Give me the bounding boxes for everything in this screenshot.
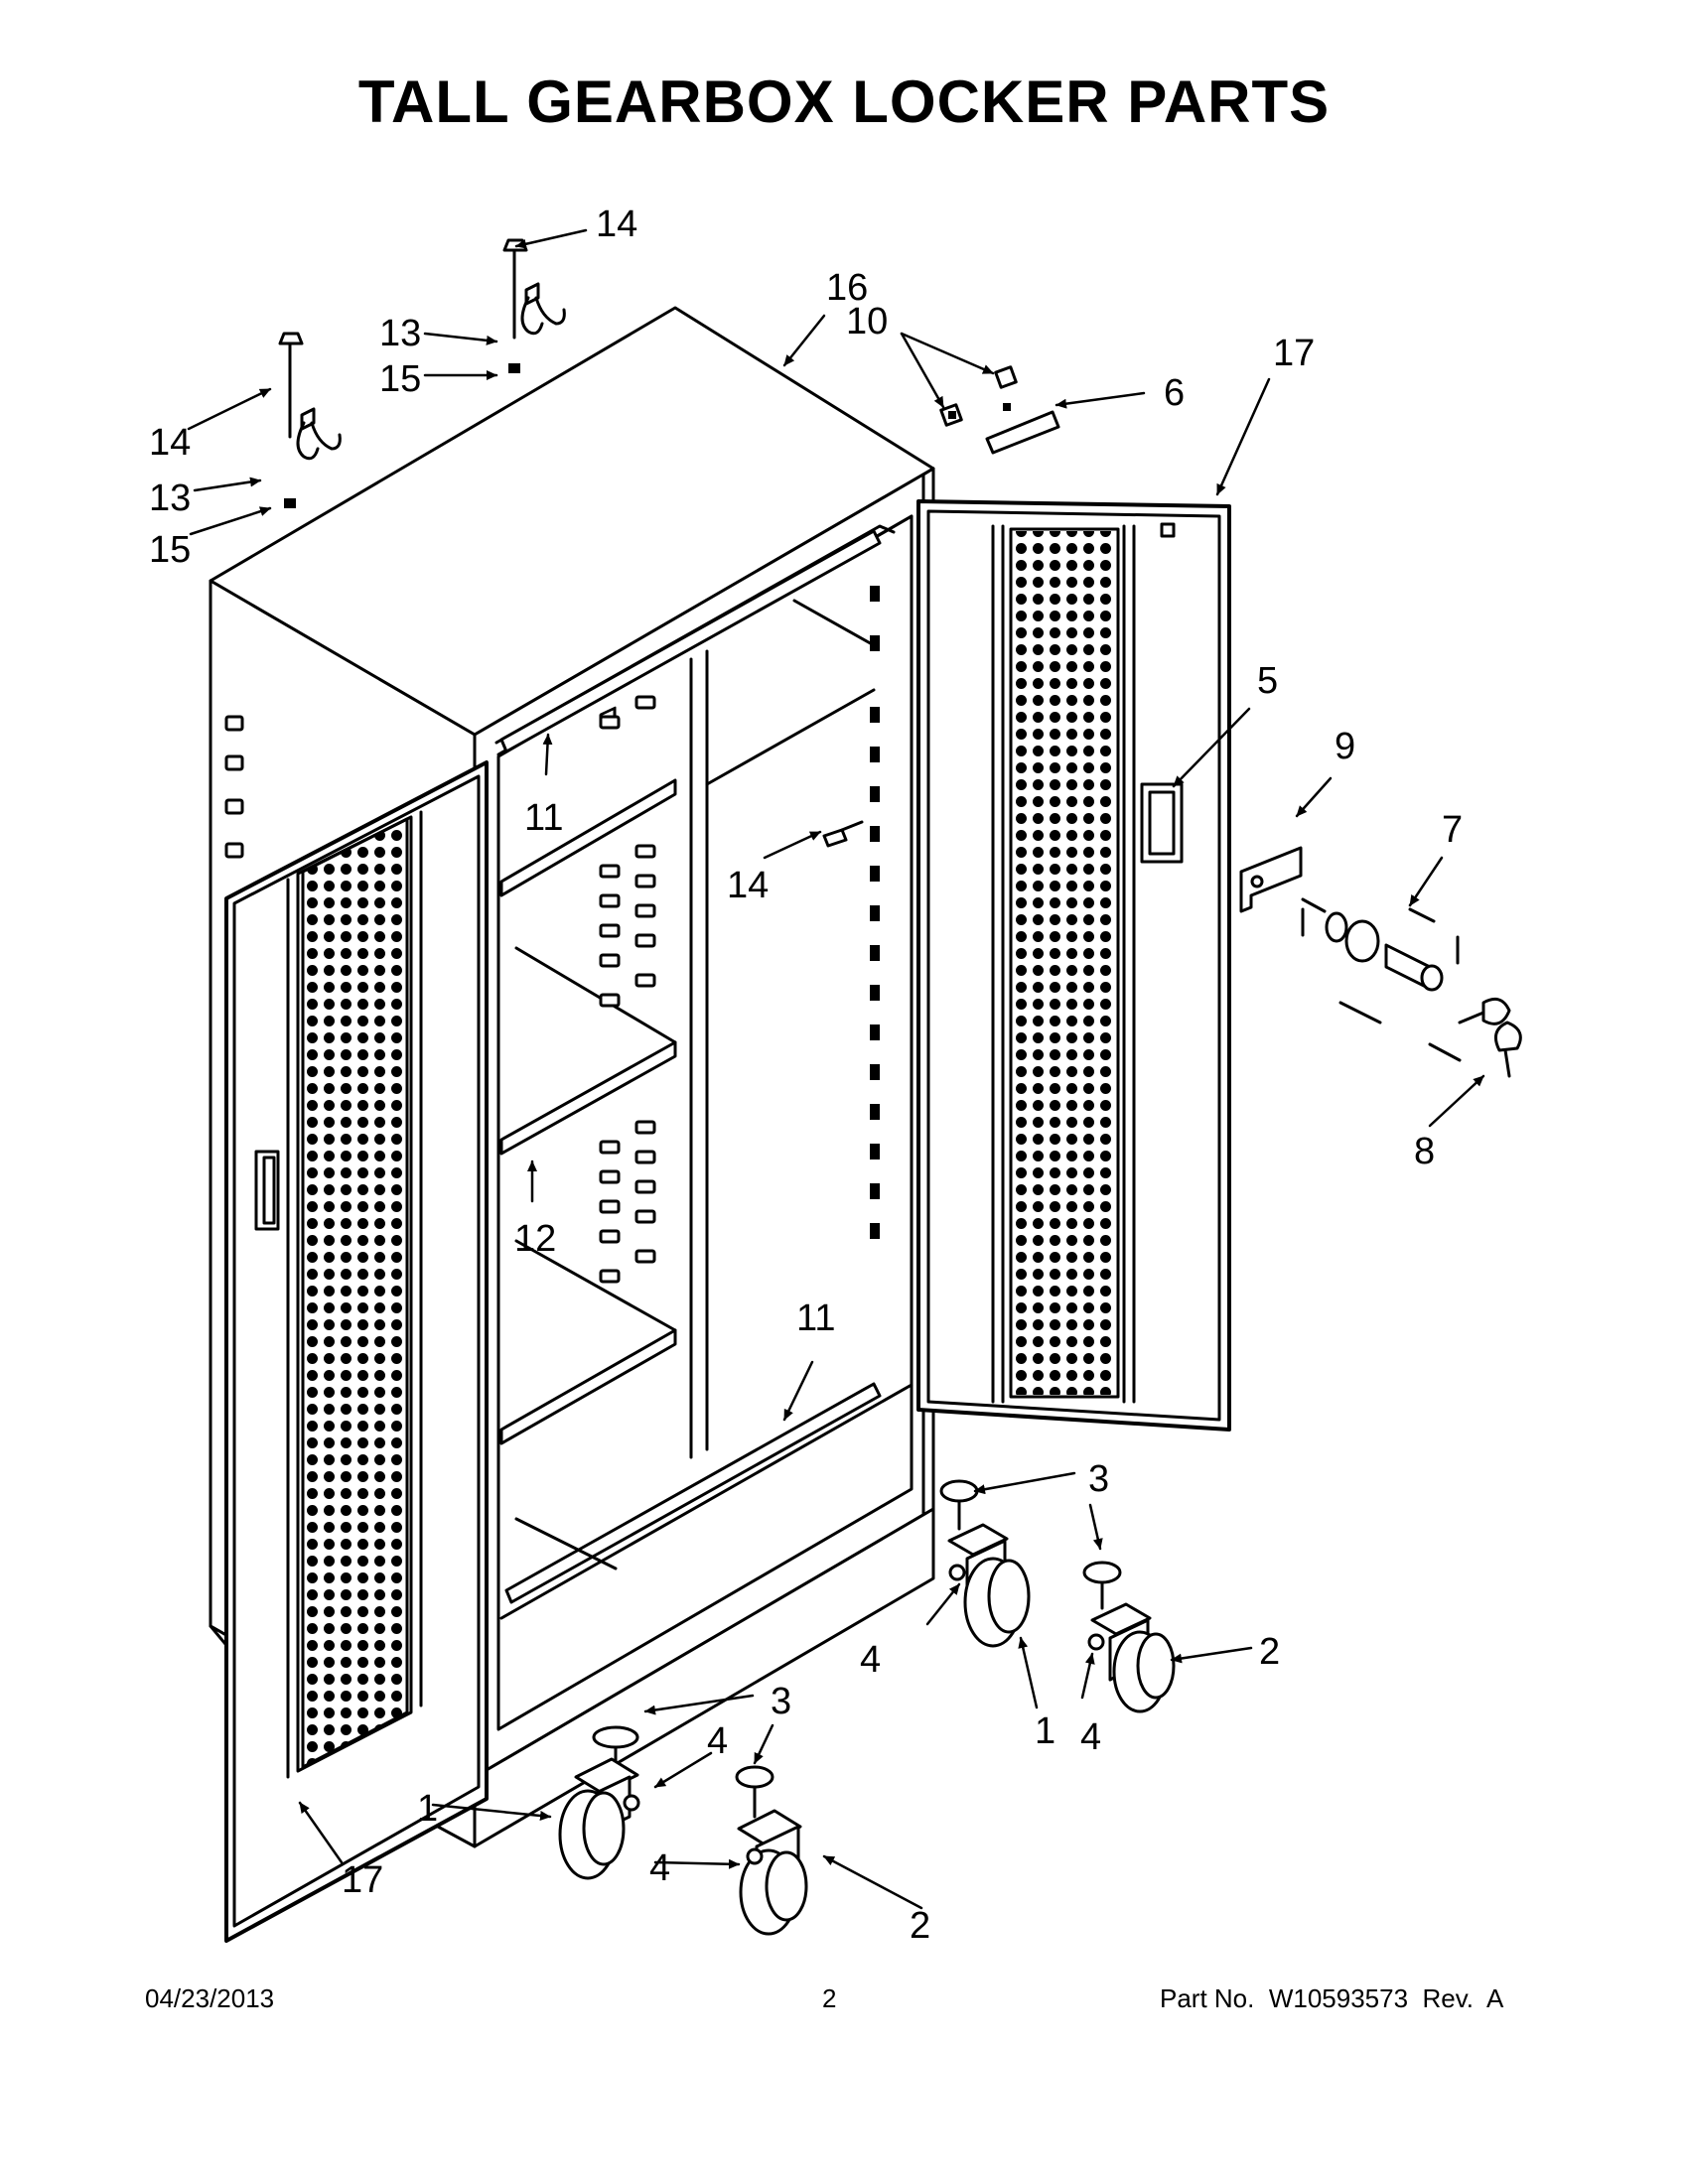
callout-labels: 14 16 13 10 17 15 6 14 13 15 5 9 11 7 14…	[149, 204, 1463, 1947]
callout-4: 4	[649, 1847, 670, 1889]
callout-4: 4	[707, 1720, 728, 1762]
caster-wheel-front-left	[558, 1725, 640, 1880]
callout-7: 7	[1442, 809, 1463, 851]
caster-wheel-rear-left	[939, 1479, 1031, 1648]
callout-8: 8	[1414, 1131, 1435, 1172]
left-door	[224, 760, 489, 1943]
footer-date: 04/23/2013	[145, 1983, 275, 2013]
callout-1: 1	[417, 1788, 438, 1830]
callout-13: 13	[379, 313, 421, 354]
callout-17: 17	[342, 1859, 383, 1901]
callout-13: 13	[149, 478, 191, 519]
callout-12: 12	[514, 1218, 556, 1260]
callout-6: 6	[1164, 372, 1185, 414]
callout-5: 5	[1257, 660, 1278, 702]
callout-16: 16	[826, 267, 868, 309]
callout-3: 3	[1088, 1458, 1109, 1500]
footer-page-number: 2	[822, 1983, 837, 2013]
caster-wheel-rear-right	[1082, 1561, 1176, 1713]
lock-cam	[1239, 846, 1303, 913]
callout-11: 11	[796, 1297, 835, 1339]
caster-wheel-front-right	[735, 1765, 808, 1936]
footer-part-number: Part No. W10593573 Rev. A	[1160, 1983, 1504, 2013]
callout-14: 14	[727, 865, 769, 906]
callout-3: 3	[771, 1681, 791, 1722]
callout-9: 9	[1335, 726, 1355, 767]
callout-1: 1	[1035, 1710, 1055, 1752]
left-hook-assembly	[278, 332, 342, 508]
callout-11: 11	[524, 797, 563, 839]
callout-10: 10	[846, 301, 888, 342]
callout-17: 17	[1273, 333, 1315, 374]
callout-2: 2	[1259, 1631, 1280, 1673]
callout-14: 14	[596, 204, 637, 245]
page-title: TALL GEARBOX LOCKER PARTS	[357, 68, 1331, 135]
callout-2: 2	[910, 1905, 930, 1947]
lock-assembly	[1301, 897, 1462, 1062]
door-stop-bracket	[939, 365, 1060, 455]
callout-15: 15	[149, 529, 191, 571]
upper-hook-assembly	[502, 238, 566, 373]
callout-4: 4	[860, 1639, 881, 1681]
callout-15: 15	[379, 358, 421, 400]
right-door	[916, 499, 1231, 1432]
callout-4: 4	[1080, 1716, 1101, 1758]
interior-screw	[822, 820, 864, 848]
keys	[1458, 997, 1522, 1078]
callout-14: 14	[149, 422, 191, 464]
callout-leaders	[187, 228, 1485, 1910]
